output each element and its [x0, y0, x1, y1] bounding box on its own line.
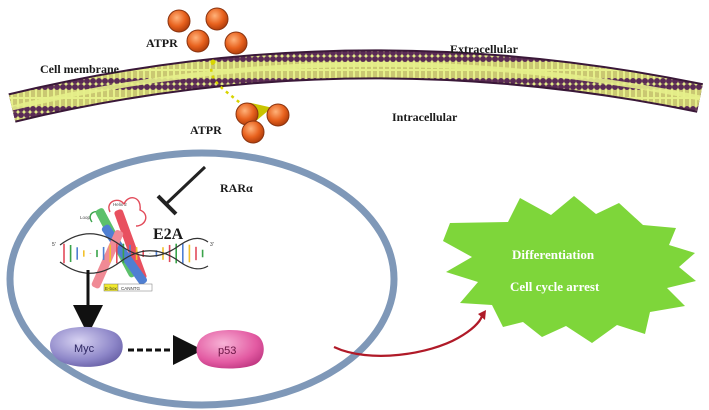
outcome-line2: Cell cycle arrest	[510, 279, 600, 294]
nucleus-to-outcome-connector	[333, 315, 484, 357]
intracellular-label: Intracellular	[392, 110, 458, 124]
e2a-label: E2A	[153, 226, 184, 243]
helix2-label: Helix 2	[113, 202, 127, 207]
outcome-burst	[443, 196, 696, 343]
rar-alpha-label: RARα	[220, 181, 253, 195]
loop-label: Loop	[80, 215, 91, 220]
dna-end-left: 5'	[52, 242, 56, 248]
ebox-sequence: E-box CANNTG	[103, 283, 153, 292]
rar-alpha-inhibition	[156, 165, 207, 216]
myc-node	[50, 326, 123, 367]
nucleus-outline	[6, 149, 398, 409]
ebox-label: E-box	[105, 286, 118, 291]
p53-label: p53	[218, 345, 236, 357]
atpr-label-bottom: ATPR	[190, 123, 222, 137]
atpr-molecules-top	[167, 7, 248, 55]
p53-node	[196, 330, 264, 369]
cell-membrane	[8, 49, 704, 123]
myc-label: Myc	[74, 343, 95, 355]
cell-membrane-label: Cell membrane	[40, 62, 120, 76]
extracellular-label: Extracellular	[450, 42, 519, 56]
ebox-seq-label: CANNTG	[121, 286, 140, 291]
dna-end-right: 3'	[210, 242, 214, 248]
atpr-label-top: ATPR	[146, 36, 178, 50]
atpr-molecules-bottom	[235, 102, 290, 144]
outcome-line1: Differentiation	[512, 247, 595, 262]
